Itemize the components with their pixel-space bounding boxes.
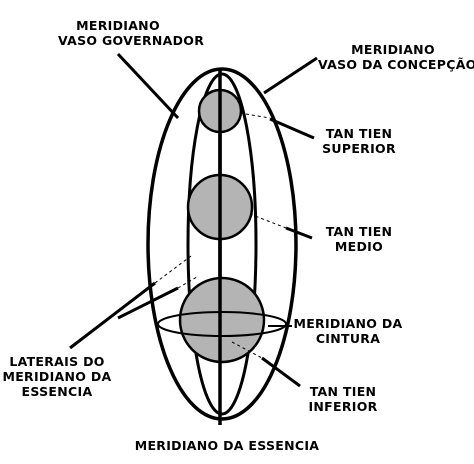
label-conception-vessel-line2: VASO DA CONCEPÇÃO xyxy=(318,57,474,72)
label-lateral-meridians: LATERAIS DO MERIDIANO DA ESSENCIA xyxy=(2,354,112,399)
lateral-meridian-line-2 xyxy=(154,255,192,284)
label-lower-tan-tien: TAN TIEN INFERIOR xyxy=(298,384,388,414)
label-middle-tan-tien-line1: TAN TIEN xyxy=(325,224,393,239)
lateral-meridian-line-1-outer xyxy=(117,286,179,320)
label-lower-tan-tien-line2: INFERIOR xyxy=(308,399,378,414)
pointer-upper-tan-tien-outer xyxy=(269,117,315,140)
label-lower-tan-tien-line1: TAN TIEN xyxy=(309,384,377,399)
lateral-meridian-line-2-outer xyxy=(69,281,156,350)
label-lateral-meridians-line3: ESSENCIA xyxy=(21,384,93,399)
label-belt-meridian: MERIDIANO DA CINTURA xyxy=(288,316,408,346)
label-lateral-meridians-line1: LATERAIS DO xyxy=(9,354,105,369)
belt-meridian-ellipse xyxy=(157,311,287,337)
label-conception-vessel: MERIDIANO VASO DA CONCEPÇÃO xyxy=(318,42,474,72)
pointer-middle-tan-tien-outer xyxy=(285,226,313,240)
label-middle-tan-tien-line2: MEDIO xyxy=(334,239,384,254)
pointer-upper-tan-tien xyxy=(239,112,271,119)
label-belt-meridian-line2: CINTURA xyxy=(315,331,381,346)
pointer-middle-tan-tien xyxy=(249,213,287,229)
label-conception-vessel-line1: MERIDIANO xyxy=(351,42,435,57)
label-belt-meridian-line1: MERIDIANO DA xyxy=(293,316,403,331)
label-upper-tan-tien-line2: SUPERIOR xyxy=(322,141,396,156)
label-upper-tan-tien: TAN TIEN SUPERIOR xyxy=(314,126,404,156)
label-essence-meridian: MERIDIANO DA ESSENCIA xyxy=(122,438,332,453)
label-upper-tan-tien-line1: TAN TIEN xyxy=(325,126,393,141)
lower-tan-tien-sphere xyxy=(178,276,266,364)
lateral-meridian-line-1 xyxy=(177,276,198,289)
label-middle-tan-tien: TAN TIEN MEDIO xyxy=(314,224,404,254)
label-governing-vessel-line1: MERIDIANO xyxy=(76,18,160,33)
label-governing-vessel: MERIDIANO VASO GOVERNADOR xyxy=(58,18,205,48)
label-governing-vessel-line2: VASO GOVERNADOR xyxy=(58,33,205,48)
outer-energy-ellipse xyxy=(146,67,298,421)
inner-energy-ellipse xyxy=(186,72,258,416)
label-essence-meridian-line1: MERIDIANO DA ESSENCIA xyxy=(134,438,320,453)
pointer-conception-vessel xyxy=(263,56,318,95)
pointer-lower-tan-tien-outer xyxy=(261,356,301,388)
label-lateral-meridians-line2: MERIDIANO DA xyxy=(2,369,112,384)
pointer-governing-vessel xyxy=(116,52,180,120)
